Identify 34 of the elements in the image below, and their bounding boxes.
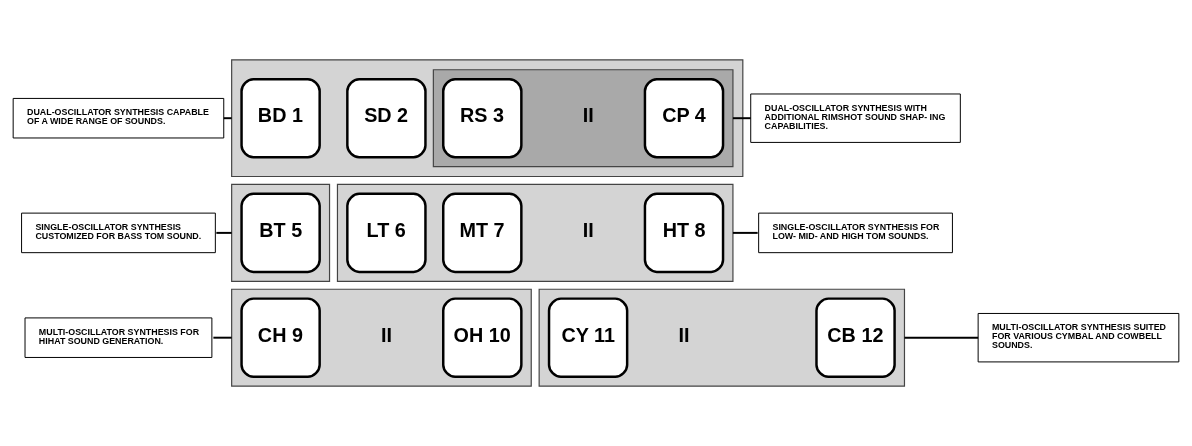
node-box: MT 7 [442,192,523,274]
node-box: DUAL-OSCILLATOR SYNTHESIS WITH ADDITIONAL RIMSHOT SOUND SHAP- ING CAPABILITIES. [750,93,961,143]
cluster [336,183,734,282]
node-box: SINGLE-OSCILLATOR SYNTHESIS CUSTOMIZED FOR BASS TOM SOUND. [21,212,216,254]
connector [212,336,233,339]
cluster [538,288,906,387]
label: II [582,218,594,241]
cluster [231,288,532,387]
node-box: BT 5 [240,192,321,274]
cluster [231,59,744,178]
connector [215,231,233,234]
node-box: CB 12 [815,297,896,378]
node-box: BD 1 [240,77,321,159]
node-box: MULTI-OSCILLATOR SYNTHESIS SUITED FOR VARIOUS CYMBAL AND COWBELL SOUNDS. [977,312,1180,363]
label: II [380,323,392,346]
connector [903,336,980,339]
node-box: CP 4 [643,77,725,159]
connector [731,117,752,120]
node-box: DUAL-OSCILLATOR SYNTHESIS CAPABLE OF A WIDE RANGE OF SOUNDS. [12,97,225,139]
label: II [678,323,690,346]
node-box: MULTI-OSCILLATOR SYNTHESIS FOR HIHAT SOUND GENERATION. [24,317,213,358]
connector [222,117,233,120]
cluster [231,183,331,282]
node-box: CY 11 [547,297,629,378]
node-box: LT 6 [346,192,427,274]
node-box: RS 3 [442,77,523,159]
node-box: SINGLE-OSCILLATOR SYNTHESIS FOR LOW- MID- AND HIGH TOM SOUNDS. [758,212,953,254]
node-box: HT 8 [643,192,725,274]
node-box: OH 10 [442,297,523,378]
cluster [432,69,734,168]
connector [731,231,759,234]
node-box: CH 9 [240,297,321,378]
label: II [582,104,594,127]
node-box: SD 2 [346,77,427,159]
